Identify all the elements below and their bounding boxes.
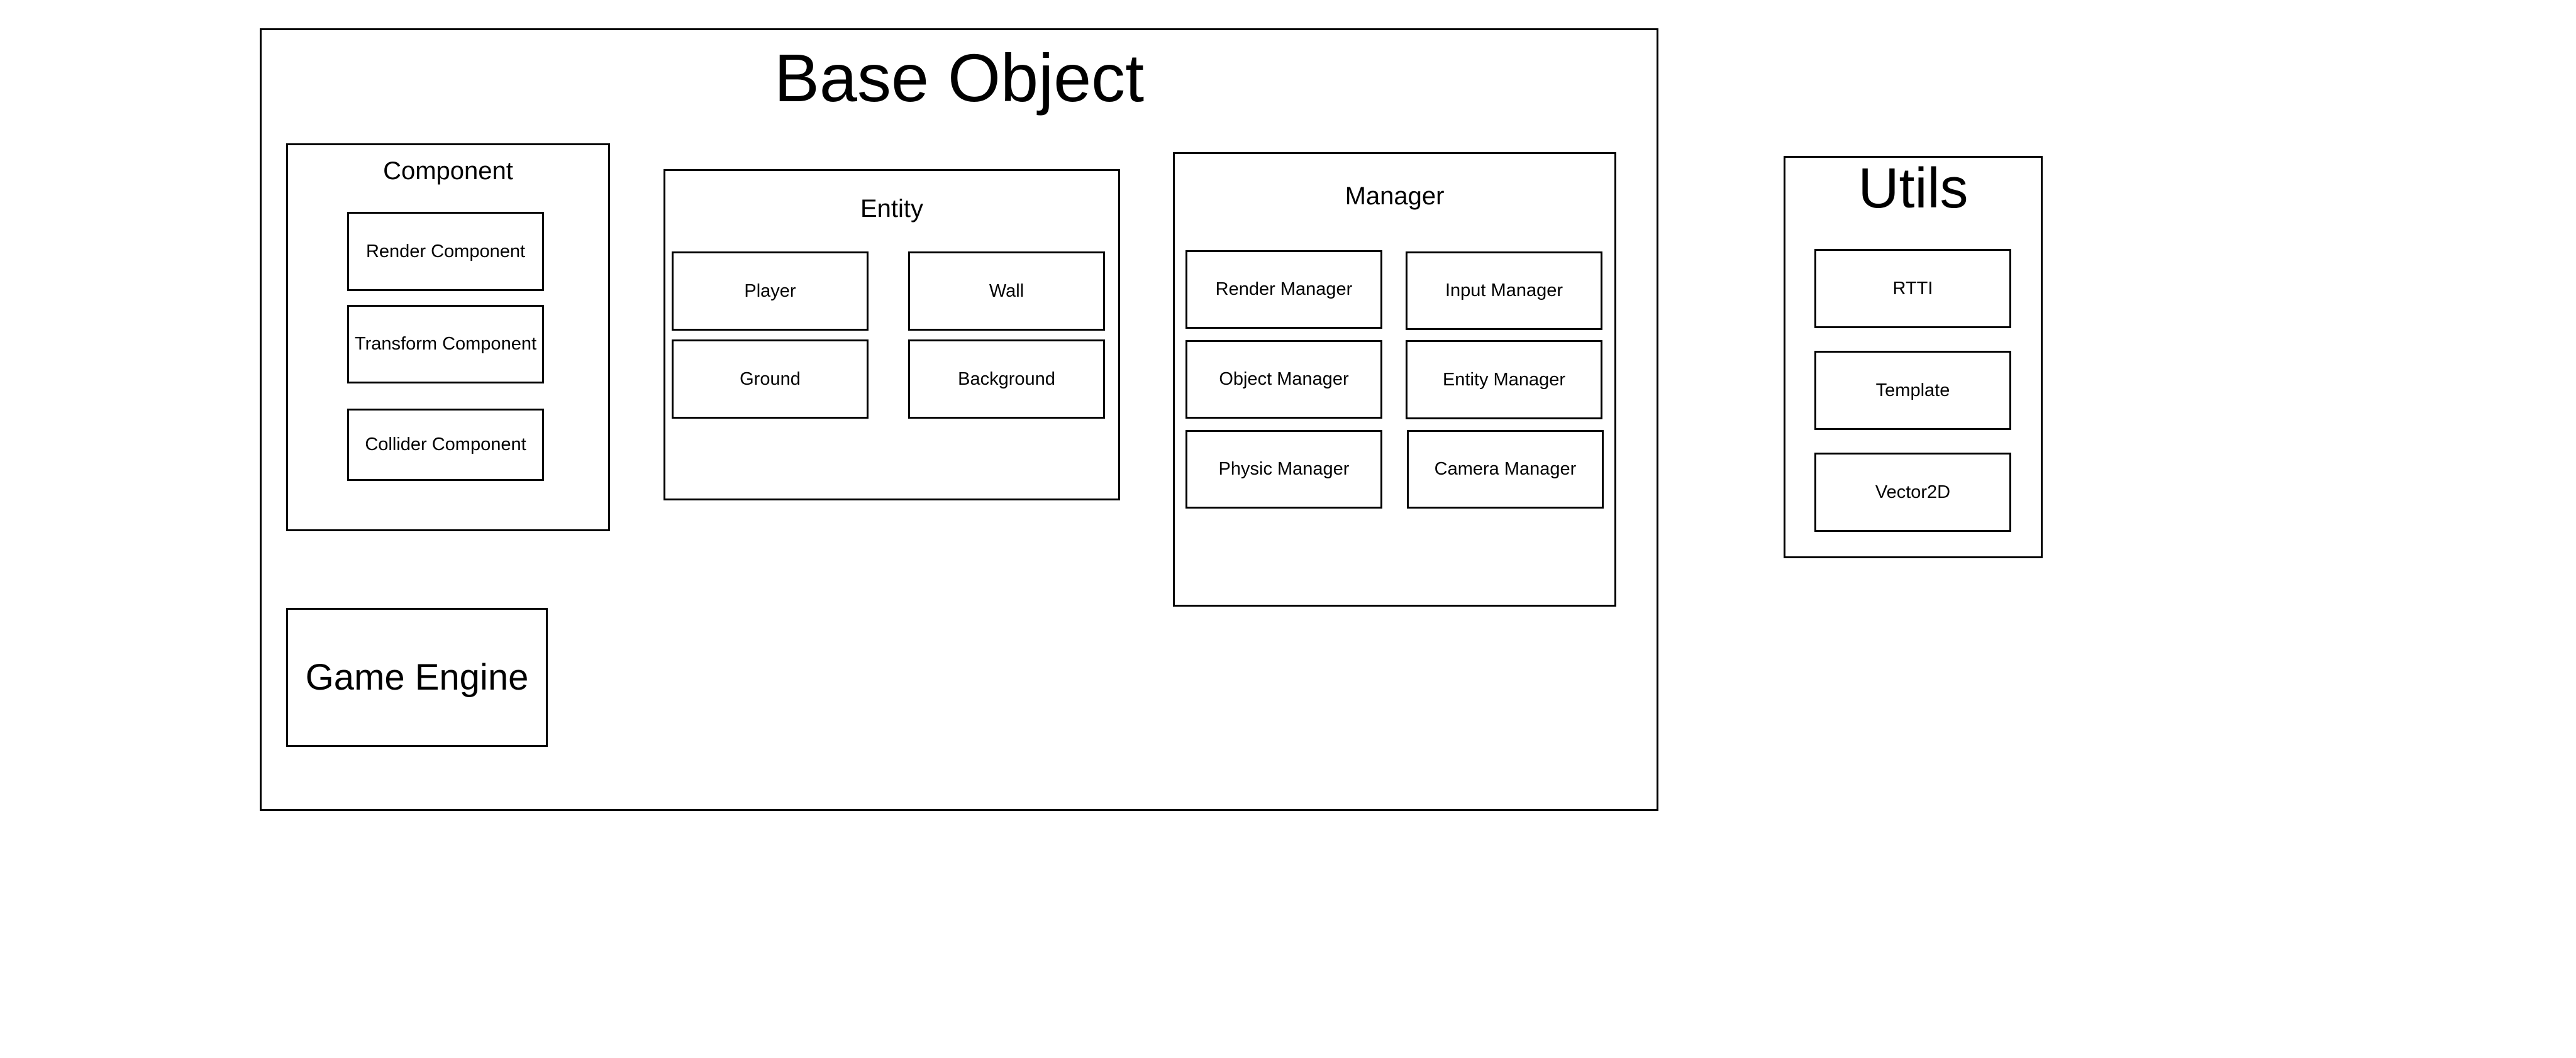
component-title: Component	[383, 157, 513, 185]
background-box: Background	[908, 339, 1105, 419]
base-object-title: Base Object	[774, 40, 1145, 116]
collider-component-box: Collider Component	[347, 409, 544, 481]
camera-manager-box: Camera Manager	[1407, 430, 1604, 509]
wall-box: Wall	[908, 251, 1105, 331]
rtti-box: RTTI	[1814, 249, 2011, 328]
game-engine-box: Game Engine	[286, 608, 548, 747]
render-manager-box: Render Manager	[1185, 250, 1382, 329]
manager-title: Manager	[1345, 182, 1445, 210]
ground-box: Ground	[672, 339, 869, 419]
object-manager-box: Object Manager	[1185, 340, 1382, 419]
template-box: Template	[1814, 351, 2011, 430]
physic-manager-box: Physic Manager	[1185, 430, 1382, 509]
vector2d-box: Vector2D	[1814, 453, 2011, 532]
game-engine-title: Game Engine	[305, 657, 529, 698]
player-box: Player	[672, 251, 869, 331]
entity-manager-box: Entity Manager	[1406, 340, 1602, 419]
transform-component-box: Transform Component	[347, 305, 544, 383]
entity-title: Entity	[860, 195, 924, 223]
utils-title: Utils	[1858, 157, 1968, 220]
input-manager-box: Input Manager	[1406, 251, 1602, 330]
entity-group: Entity	[663, 169, 1120, 500]
render-component-box: Render Component	[347, 212, 544, 291]
